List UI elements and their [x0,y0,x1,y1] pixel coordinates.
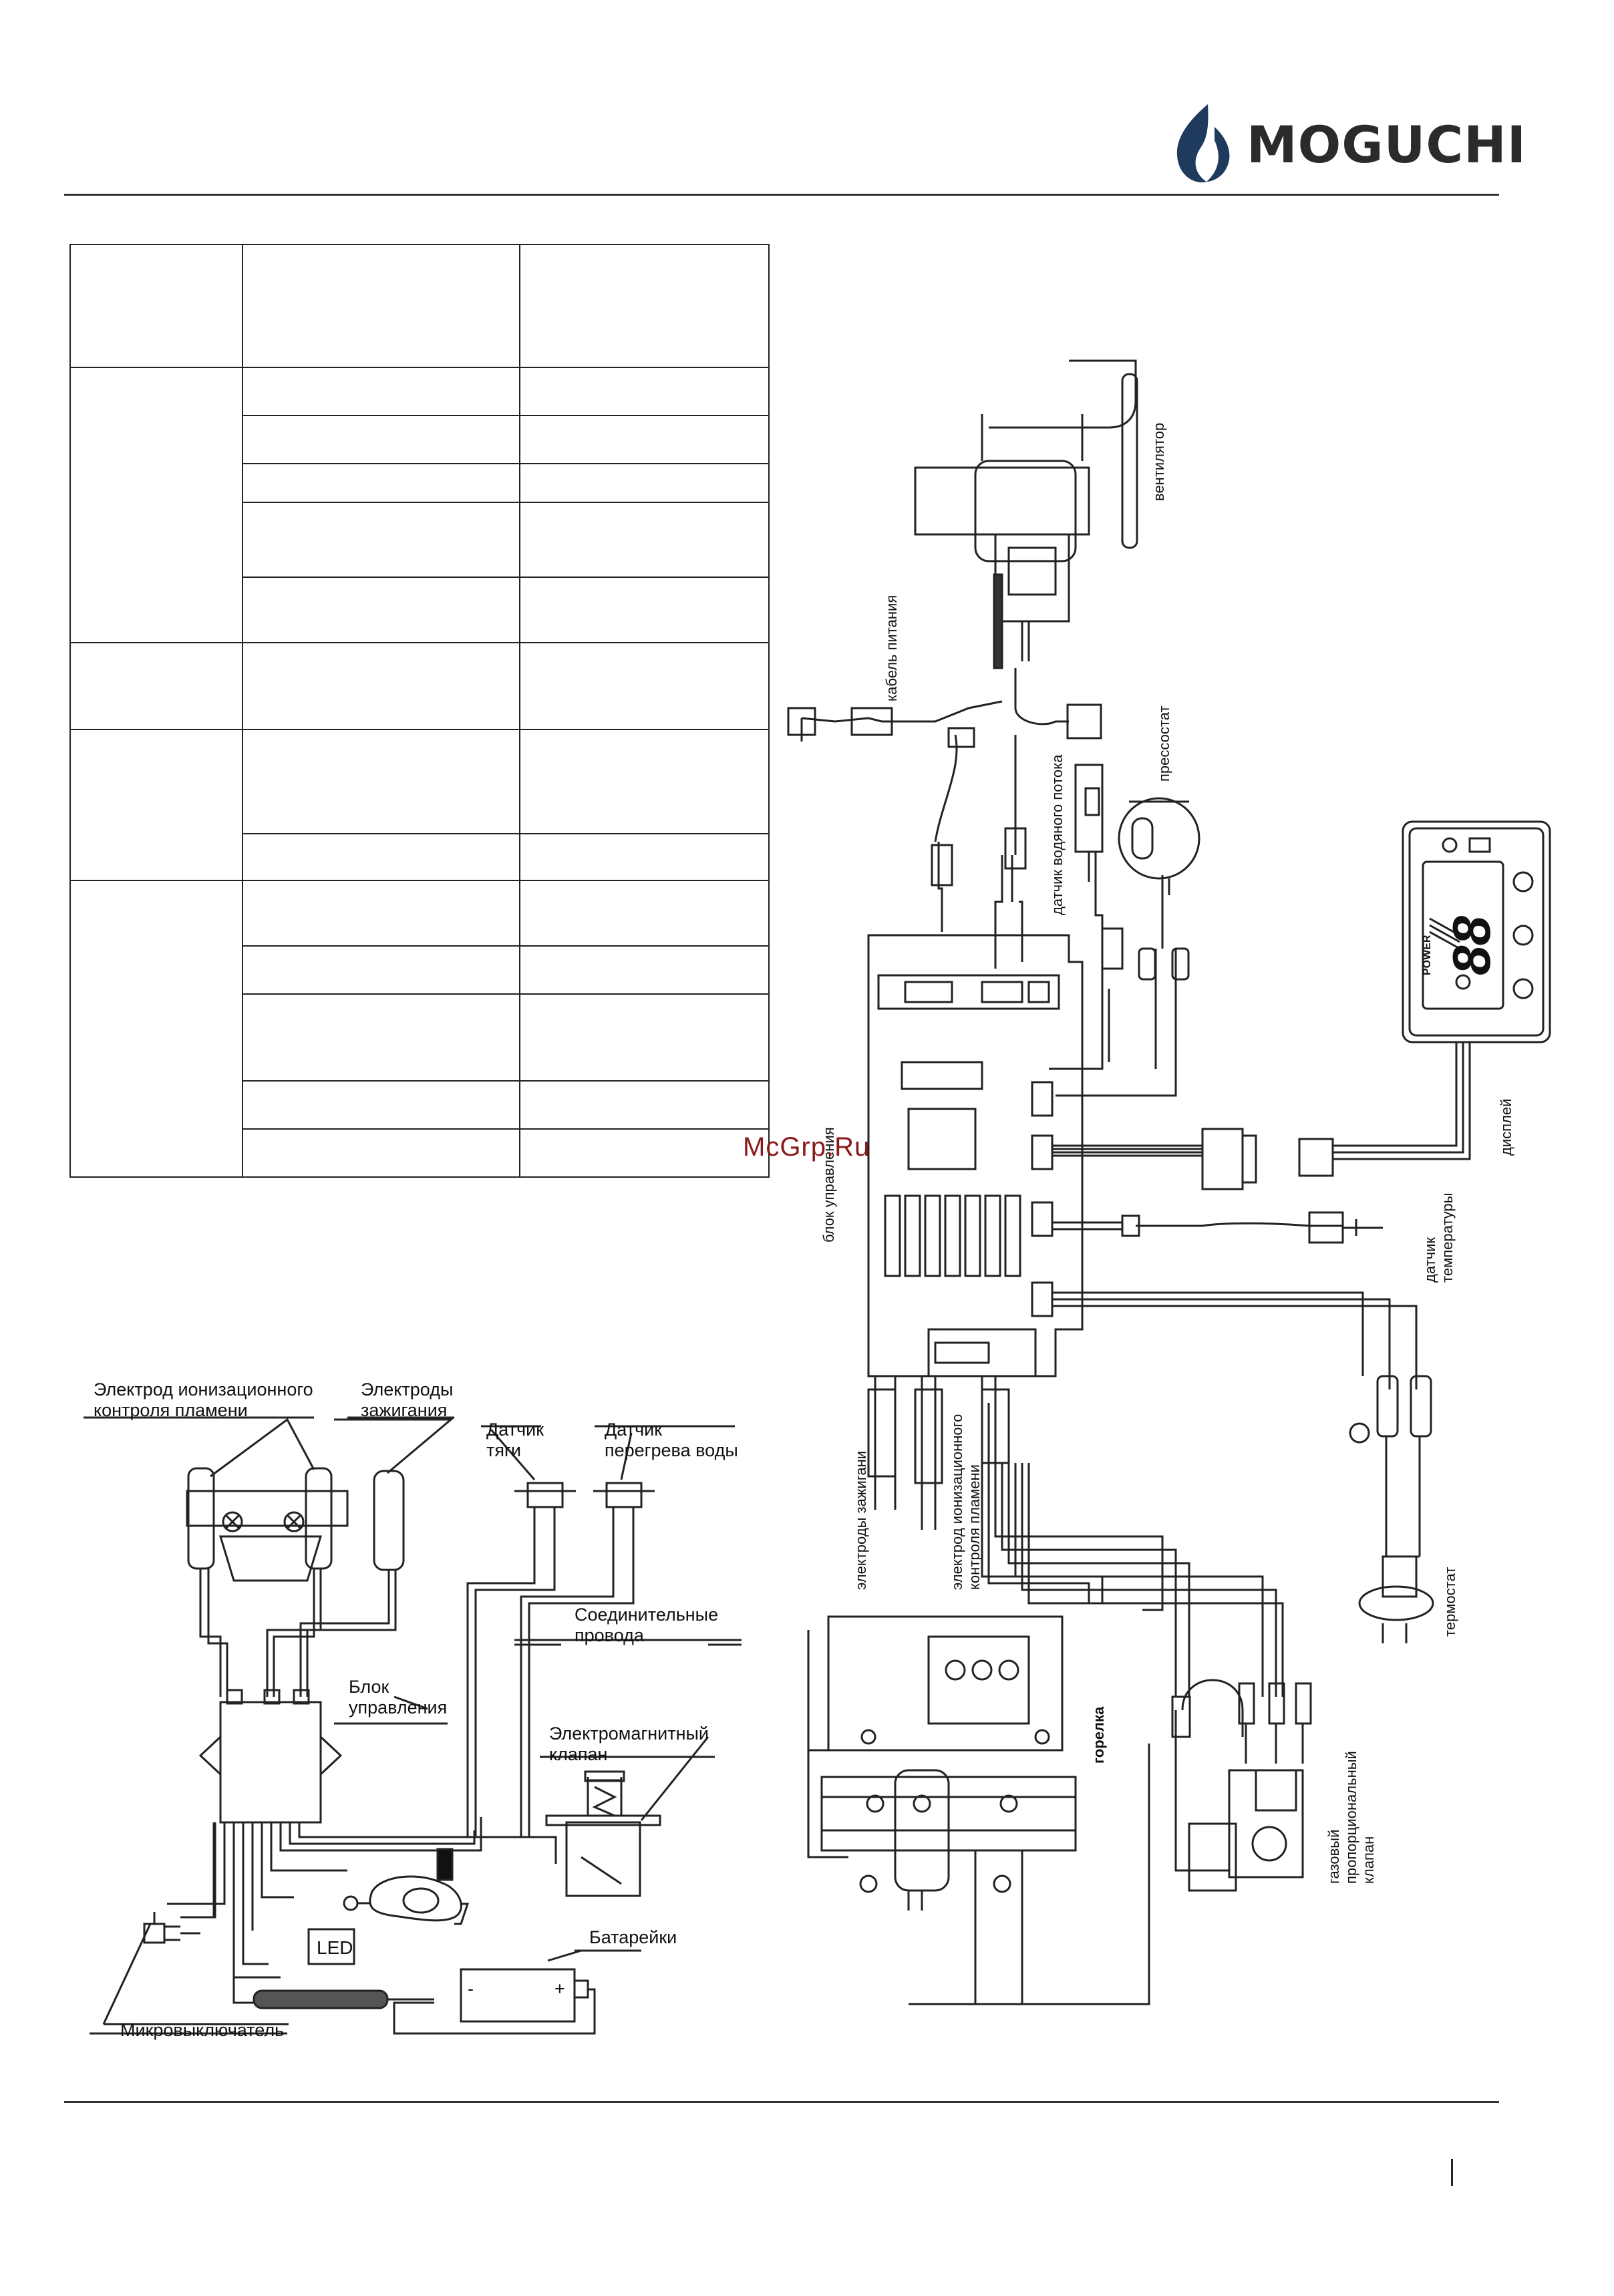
table-cell [241,833,520,881]
table-cell [518,367,770,416]
table-cell [518,880,770,947]
ionization-electrode-label: Электрод ионизационного контроля пламени [94,1379,313,1420]
main-control-box [867,934,1084,1377]
table-cell [69,367,243,643]
pressure-switch-label: прессостат [1156,705,1172,782]
burner-label: горелка [1090,1706,1107,1764]
led-label: LED [317,1937,353,1958]
table-cell [241,415,520,464]
ignition-electrodes-right-label: электроды зажигани [852,1450,869,1590]
batteries-label: Батарейки [589,1927,677,1947]
power-cable-label: кабель питания [883,595,900,701]
table-cell [518,463,770,503]
display-digits: 88 [1442,916,1501,975]
table-cell [518,415,770,464]
footer-rule [64,2101,1499,2103]
pressure-switch [1118,797,1200,880]
display-label: дисплей [1498,1098,1514,1156]
table-cell [241,993,520,1082]
table-cell [518,577,770,643]
page-number-marker [1451,2159,1453,2186]
table-cell [518,244,770,368]
battery-box [460,1968,576,2023]
table-cell [518,833,770,881]
gas-valve-label: газовый пропорциональный клапан [1325,1751,1377,1884]
microswitch-label: Микровыключатель [120,2020,285,2040]
flame-logo-icon [1176,104,1230,183]
solenoid-valve [565,1821,641,1897]
table-cell [518,729,770,834]
table-cell [518,945,770,995]
solenoid-valve-label: Электромагнитный клапан [549,1724,709,1764]
table-cell [518,993,770,1082]
table-cell [518,1128,770,1178]
sensors [466,1482,655,1837]
table-cell [241,1080,520,1130]
table-cell [518,502,770,578]
table-cell [241,642,520,730]
table-cell [241,729,520,834]
electrode-block [186,1467,405,1697]
fan-label: вентилятор [1150,422,1167,501]
flow-sensor-label: датчик водяного потока [1049,754,1066,915]
thermostat [1382,1555,1418,1598]
spec-table [69,244,770,1178]
control-unit-label: Блок управления [349,1677,448,1717]
draft-sensor-label: Датчик тяги [486,1420,544,1460]
burner [807,1615,1150,2005]
table-cell [241,244,520,368]
overheat-sensor-label: Датчик перегрева воды [605,1420,738,1460]
table-cell [241,577,520,643]
brand-name: MOGUCHI [1247,115,1526,174]
table-cell [241,367,520,416]
fan-unit [914,359,1138,669]
battery-plus: + [554,1979,565,1999]
table-cell [518,642,770,730]
table-cell [69,880,243,1178]
battery-minus: - [468,1979,474,1999]
table-cell [241,945,520,995]
display-unit [1402,820,1551,1043]
connecting-wires-label: Соединительные провода [575,1605,719,1645]
display-power-label: POWER [1422,935,1433,975]
table-cell [241,1128,520,1178]
table-cell [241,502,520,578]
header-rule [64,194,1499,196]
ionization-electrode-right-label: электрод ионизационного контроля пламени [949,1414,983,1590]
table-cell [241,880,520,947]
table-cell [69,729,243,881]
thermostat-label: термостат [1442,1567,1458,1637]
led-box [307,1928,355,1965]
table-cell [69,642,243,730]
ignition-electrodes-label: Электроды зажигания [361,1379,454,1420]
table-cell [69,244,243,368]
table-cell [518,1080,770,1130]
control-unit-box [219,1701,322,1824]
table-cell [241,463,520,503]
temp-sensor-label: датчик температуры [1422,1192,1456,1283]
brand-logo: MOGUCHI [1168,100,1526,187]
watermark: McGrp.Ru [743,1132,870,1162]
